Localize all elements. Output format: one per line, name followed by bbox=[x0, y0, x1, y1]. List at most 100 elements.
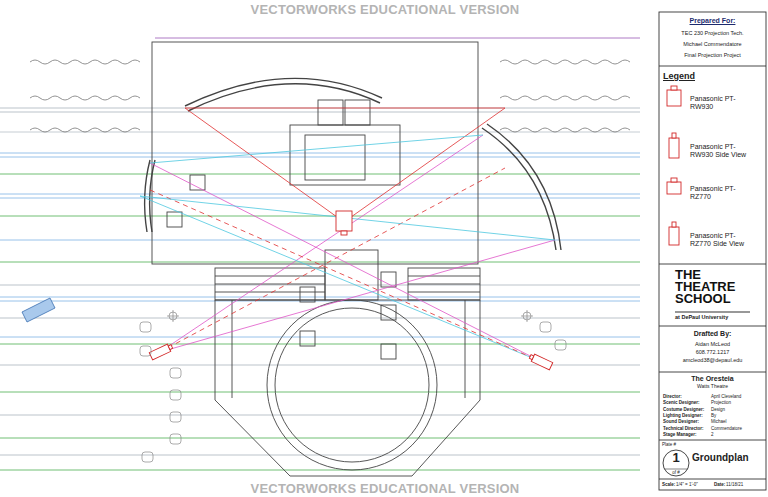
block-text: Final Projection Project bbox=[659, 52, 766, 58]
curtain-line bbox=[500, 128, 630, 132]
pipe-line bbox=[0, 470, 640, 471]
scenic-block bbox=[190, 175, 205, 190]
projector-symbol bbox=[149, 343, 173, 360]
projector-icon bbox=[671, 86, 677, 90]
projector-icon bbox=[667, 182, 681, 194]
stair-tread bbox=[215, 292, 325, 293]
date-value: 11/18/21 bbox=[726, 482, 743, 487]
pipe-line bbox=[0, 392, 640, 393]
stair-tread bbox=[408, 276, 480, 277]
stair-tread bbox=[215, 284, 325, 285]
scale-value: 1/4" = 1'-0" bbox=[676, 482, 698, 487]
title-block-border bbox=[659, 12, 766, 490]
scenic-block bbox=[381, 305, 396, 320]
credit-name: April Cleveland bbox=[711, 394, 741, 399]
production-panel: The OresteiaWatts TheatreDirector:April … bbox=[659, 372, 766, 440]
credit-role: Lighting Designer: bbox=[663, 413, 703, 418]
projector-icon bbox=[667, 90, 681, 106]
scenic-block bbox=[300, 331, 315, 346]
curtain-line bbox=[30, 96, 140, 100]
curtain-line bbox=[500, 96, 630, 100]
chair-symbol bbox=[142, 452, 153, 462]
legend-text: Panasonic PT-RZ770 Side View bbox=[690, 232, 754, 248]
credit-role: Technical Director: bbox=[663, 426, 703, 431]
projection-ray bbox=[160, 168, 505, 352]
platform-edge bbox=[465, 300, 466, 398]
title-block-divider bbox=[659, 440, 766, 441]
projection-ray bbox=[140, 196, 542, 362]
logo-panel: THE THEATRE SCHOOL at DePaul University bbox=[659, 264, 766, 326]
credit-name: Michael bbox=[711, 419, 727, 424]
curved-wall bbox=[150, 160, 155, 232]
pipe-line bbox=[0, 301, 640, 302]
credit-role: Scenic Designer: bbox=[663, 400, 700, 405]
block-heading: Prepared For: bbox=[659, 17, 766, 25]
chair-symbol bbox=[555, 340, 566, 350]
logo-rule bbox=[675, 311, 750, 312]
credit-name: Commendatore bbox=[711, 426, 742, 431]
pipe-line bbox=[0, 112, 640, 113]
legend-panel: LegendPanasonic PT-RW930Panasonic PT-RW9… bbox=[659, 66, 766, 264]
plate-number: 1 bbox=[669, 451, 683, 464]
projector-side-icon bbox=[672, 133, 676, 138]
logo-subtext: at DePaul University bbox=[675, 314, 728, 320]
watermark: VECTORWORKS EDUCATIONAL VERSION bbox=[250, 482, 520, 495]
scenic-unit bbox=[318, 100, 343, 125]
projection-ray bbox=[150, 163, 542, 362]
scenic-block bbox=[381, 344, 396, 359]
center-structure bbox=[290, 125, 400, 185]
venue-name: Watts Theatre bbox=[659, 384, 766, 390]
curtain-line bbox=[30, 128, 140, 132]
stair-tread bbox=[408, 292, 480, 293]
pipe-line bbox=[0, 344, 640, 345]
curved-wall bbox=[188, 84, 380, 111]
title-block-divider bbox=[659, 66, 766, 67]
title-block-frame bbox=[659, 12, 766, 490]
legend-text: Panasonic PT-RZ770 bbox=[690, 185, 754, 201]
pipe-line bbox=[0, 318, 640, 319]
pipe-line bbox=[155, 38, 640, 39]
crosshair-symbol bbox=[521, 310, 533, 322]
legend-text: Panasonic PT-RW930 bbox=[690, 95, 754, 111]
date-label: Date: bbox=[714, 482, 725, 487]
projector-lens bbox=[341, 231, 347, 235]
projector-side-icon bbox=[672, 222, 676, 227]
projection-rays bbox=[140, 108, 555, 362]
turntable bbox=[267, 300, 437, 470]
chair-symbol bbox=[170, 434, 181, 444]
pipe-line bbox=[0, 285, 640, 286]
title-block-divider bbox=[659, 479, 766, 480]
projector-symbol bbox=[529, 353, 553, 370]
title-block-divider bbox=[659, 326, 766, 327]
block-text: 608.772.1217 bbox=[659, 349, 766, 355]
scenic-block bbox=[167, 212, 182, 227]
legend-text: Panasonic PT-RW930 Side View bbox=[690, 143, 754, 159]
credit-role: Stage Manager: bbox=[663, 432, 697, 437]
logo-text: THE THEATRE SCHOOL bbox=[675, 269, 735, 305]
pipe-line bbox=[0, 132, 640, 133]
curtain-line bbox=[500, 60, 630, 64]
pipe-line bbox=[0, 198, 640, 199]
pipe-line bbox=[0, 174, 640, 175]
plate-label: Plate # bbox=[662, 442, 676, 447]
drafter-panel: Drafted By:Aidan McLeod608.772.1217amcle… bbox=[659, 326, 766, 372]
sheet-title: Groundplan bbox=[692, 452, 749, 464]
projector-symbol bbox=[336, 211, 352, 235]
projector-side-icon bbox=[669, 227, 679, 245]
scale-label: Scale: bbox=[662, 482, 675, 487]
projector-lens bbox=[529, 355, 533, 360]
pipe-line bbox=[0, 153, 640, 154]
pipe-line bbox=[0, 262, 640, 263]
plate-divider bbox=[664, 469, 688, 470]
projection-ray bbox=[140, 196, 555, 240]
credit-role: Costume Designer: bbox=[663, 407, 704, 412]
projector-side-icon bbox=[669, 138, 679, 158]
chair-symbol bbox=[540, 322, 551, 332]
center-structure bbox=[305, 135, 365, 180]
seating bbox=[140, 310, 566, 462]
scenic-unit bbox=[345, 100, 370, 125]
plate-total: of # bbox=[669, 470, 683, 475]
pipe-line bbox=[0, 157, 640, 158]
